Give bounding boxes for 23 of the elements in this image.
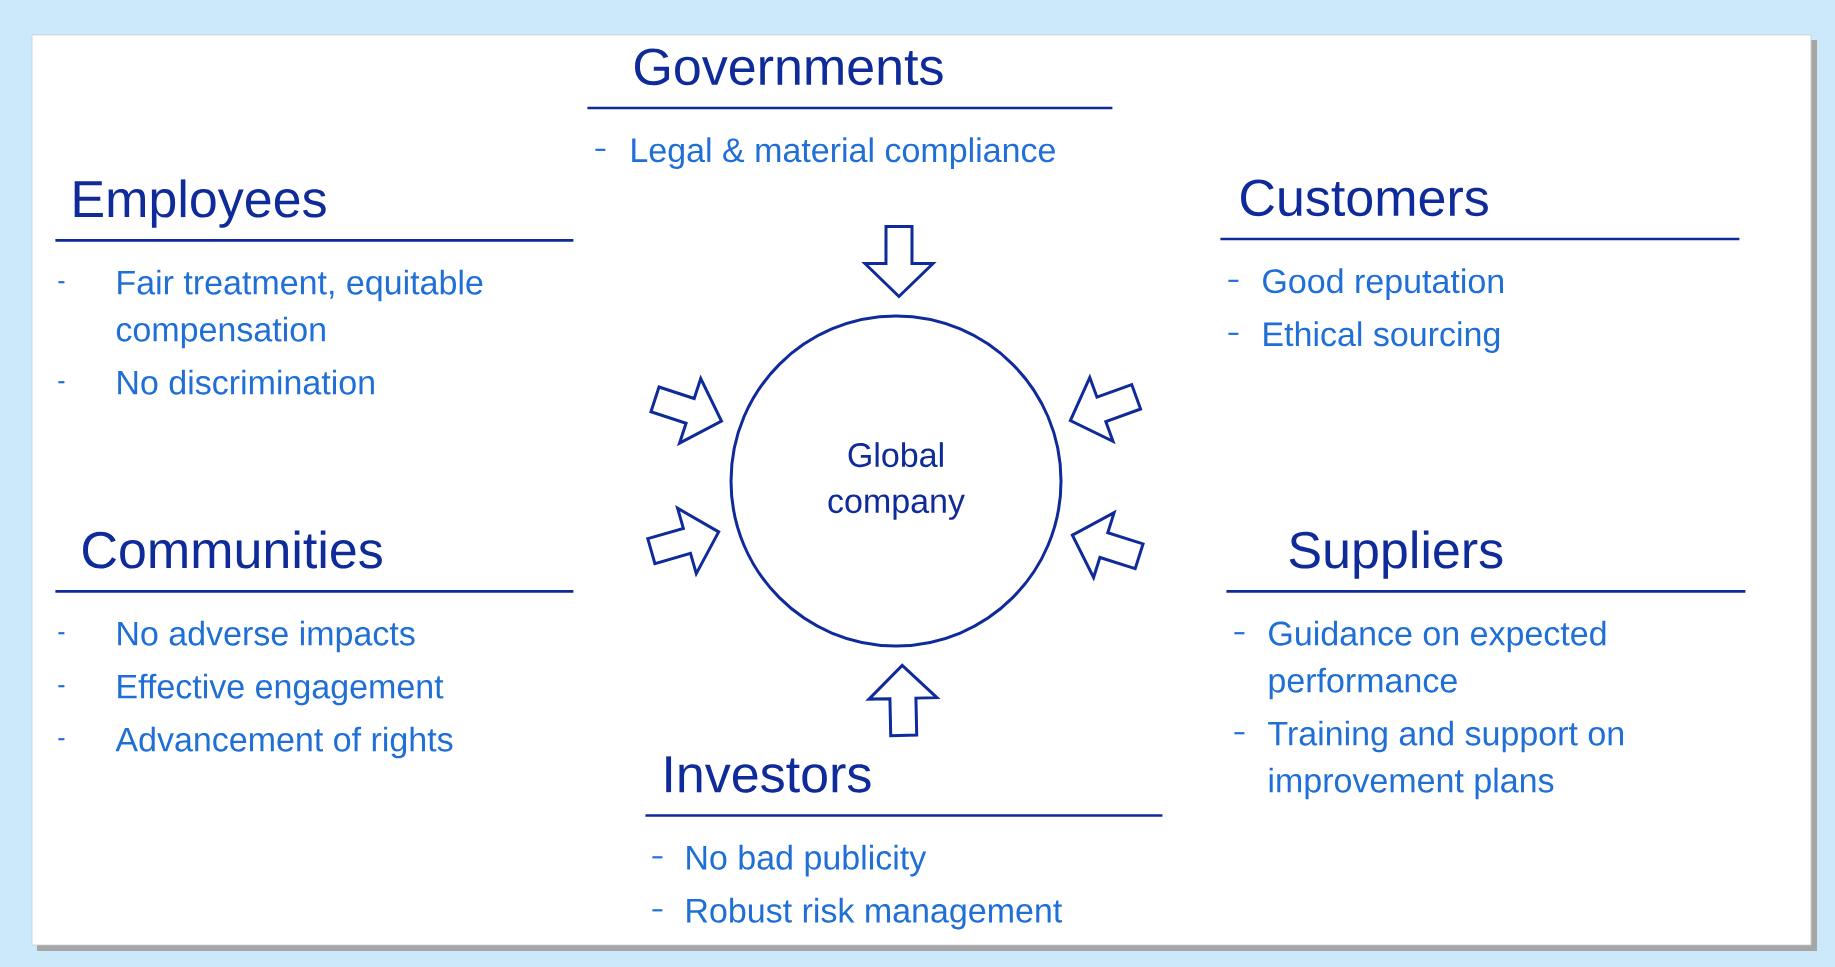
bullet-text: No bad publicity <box>687 844 927 877</box>
bullet-text: Legal & material compliance <box>632 137 1055 169</box>
heading: Governments <box>635 48 943 86</box>
block-arrow <box>1068 373 1143 445</box>
heading: Communities <box>83 530 382 569</box>
bullet-text: Fair treatment, equitable compensation <box>116 269 483 349</box>
block-arrow <box>649 374 724 447</box>
bullet-text: Good reputation <box>1263 268 1503 300</box>
heading: Employees <box>74 179 326 228</box>
bullet-text: Ethical sourcing <box>1264 321 1500 353</box>
bullet-text: Robust risk management <box>687 897 1062 930</box>
block-arrow <box>1070 509 1145 582</box>
heading: Suppliers <box>1289 530 1503 579</box>
bullet-text: Guidance on expected performance <box>1269 620 1606 700</box>
bullet-text: Training and support on improvement plans <box>1268 720 1623 800</box>
block-arrow <box>861 225 937 299</box>
bullet-text: No adverse impacts <box>118 620 415 653</box>
bullet-text: No discrimination <box>118 369 374 395</box>
heading: Investors <box>666 756 871 793</box>
bullet-text: Advancement of rights <box>115 726 453 759</box>
bullet-text: Effective engagement <box>118 673 444 706</box>
heading: Customers <box>1241 179 1488 217</box>
block-arrow <box>865 663 941 738</box>
